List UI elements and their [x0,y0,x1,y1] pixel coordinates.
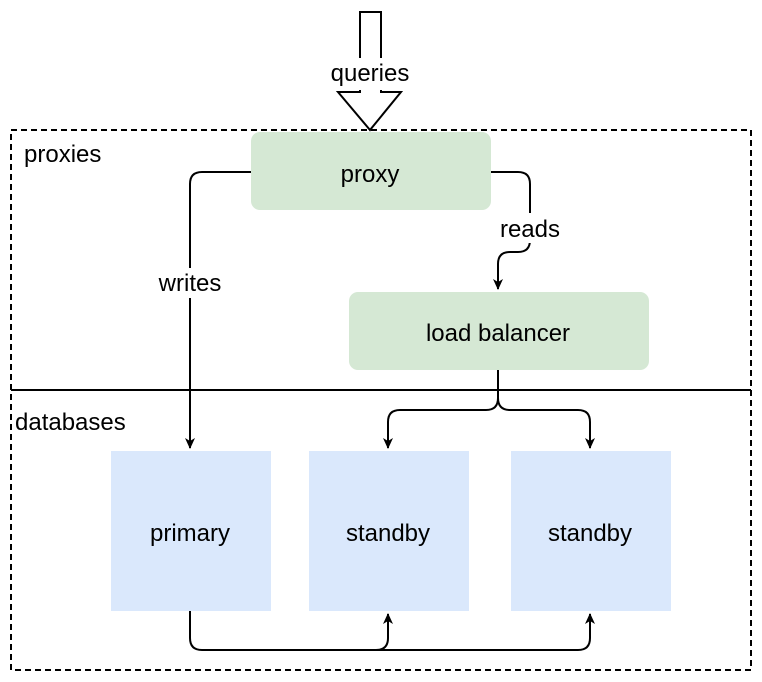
standby-1-label: standby [346,520,430,547]
standby-node-2[interactable]: standby [511,451,671,611]
proxy-label: proxy [341,161,400,188]
writes-edge [185,171,251,449]
proxy-node[interactable]: proxy [251,132,491,210]
region-label-proxies: proxies [24,141,101,168]
reads-edge [491,171,531,290]
replication-to-standby-2-edge [376,613,595,651]
primary-node[interactable]: primary [111,451,271,611]
replication-to-standby-1-edge [189,611,393,651]
lb-to-standby-1-edge [383,370,499,449]
standby-2-label: standby [548,520,632,547]
system-boundary [10,129,752,671]
load-balancer-label: load balancer [426,320,570,347]
lb-to-standby-2-edge [497,397,595,449]
reads-label: reads [500,216,560,243]
queries-label: queries [331,60,410,87]
primary-label: primary [150,520,230,547]
load-balancer-node[interactable]: load balancer [349,292,649,370]
standby-node-1[interactable]: standby [309,451,469,611]
queries-label-bg [322,58,418,90]
reads-label-bg [492,213,568,243]
writes-label-bg [150,268,230,298]
region-label-databases: databases [15,409,126,436]
writes-label: writes [158,270,222,297]
